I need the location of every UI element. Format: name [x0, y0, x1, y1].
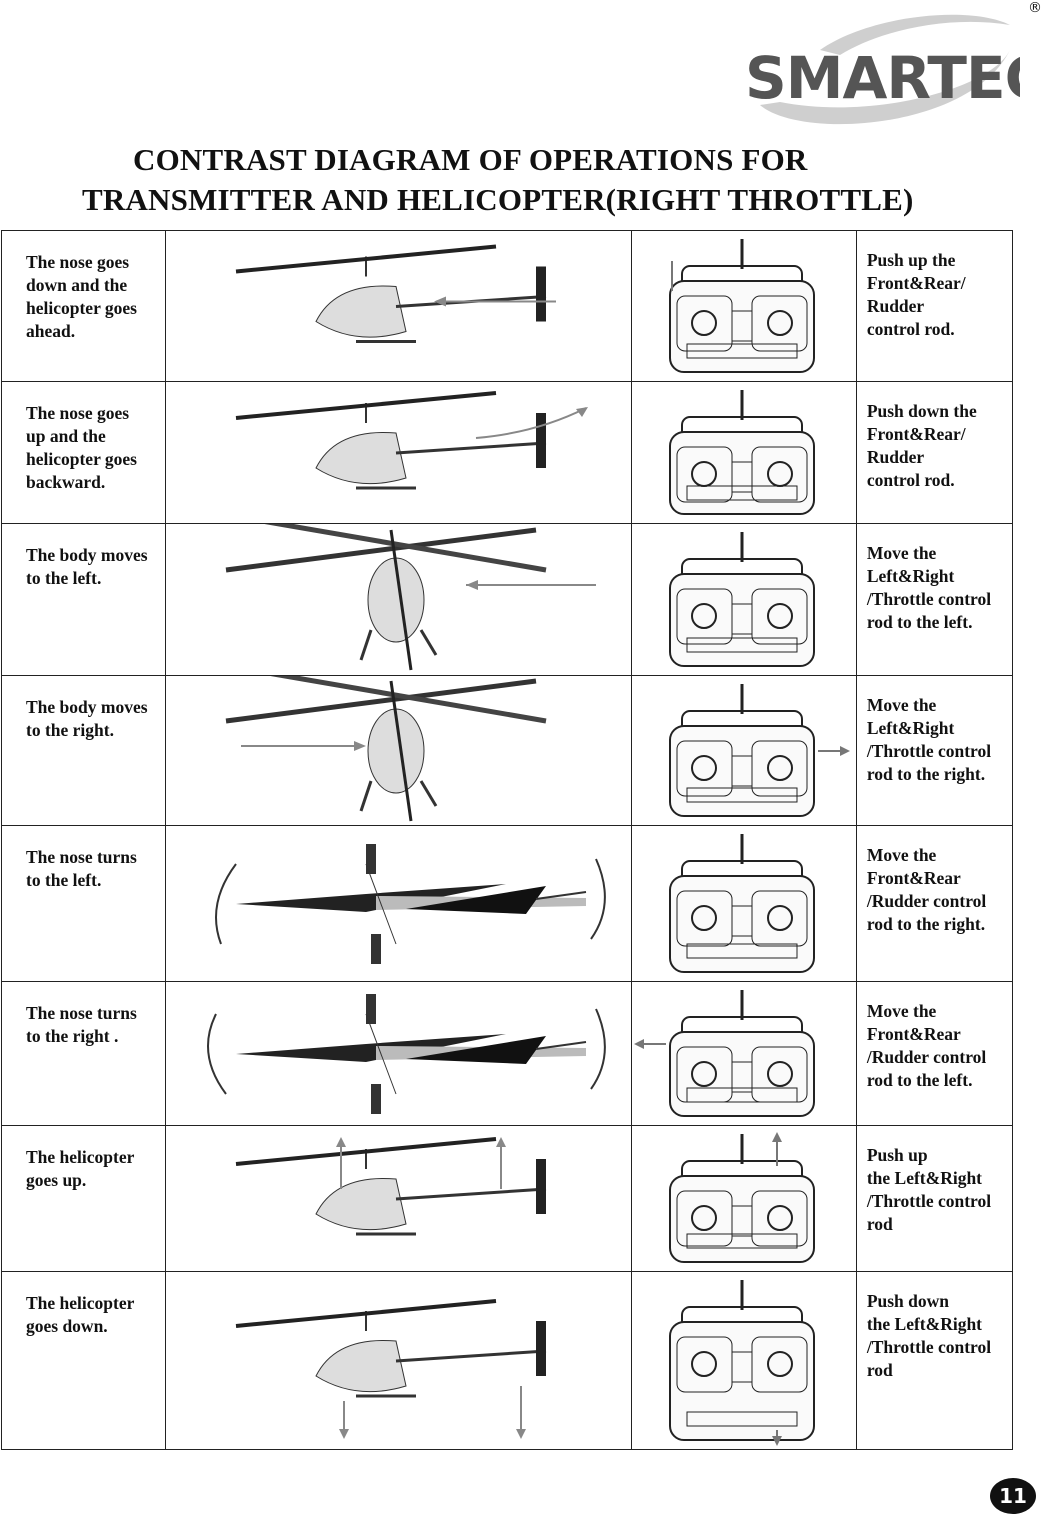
- transmitter-instruction-cell: Move the Left&Right /Throttle control ro…: [855, 523, 1014, 676]
- helicopter-action-text: The helicopter goes up.: [26, 1147, 135, 1190]
- table-row: The nose goes up and the helicopter goes…: [0, 381, 1014, 524]
- helicopter-action-cell: The nose turns to the right .: [0, 981, 167, 1126]
- table-row: The nose turns to the left. Move the Fro…: [0, 825, 1014, 982]
- helicopter-move-right-icon: [165, 675, 632, 826]
- helicopter-action-text: The nose turns to the right .: [26, 1003, 137, 1046]
- helicopter-descend-icon: [165, 1271, 632, 1450]
- helicopter-action-cell: The helicopter goes up.: [0, 1125, 167, 1272]
- transmitter-instruction-cell: Move the Front&Rear /Rudder control rod …: [855, 825, 1014, 982]
- operations-table: The nose goes down and the helicopter go…: [0, 230, 1014, 1450]
- helicopter-nose-up-icon: [165, 381, 632, 524]
- helicopter-action-cell: The nose goes up and the helicopter goes…: [0, 381, 167, 524]
- transmitter-instruction-text: Move the Front&Rear /Rudder control rod …: [866, 845, 987, 934]
- helicopter-ascend-icon: [165, 1125, 632, 1272]
- transmitter-instruction-text: Push down the Left&Right /Throttle contr…: [866, 1291, 992, 1380]
- transmitter-instruction-text: Move the Left&Right /Throttle control ro…: [866, 695, 992, 784]
- transmitter-instruction-text: Push up the Left&Right /Throttle control…: [866, 1145, 992, 1234]
- helicopter-action-cell: The helicopter goes down.: [0, 1271, 167, 1450]
- table-row: The body moves to the left. Move the Lef…: [0, 523, 1014, 676]
- transmitter-instruction-cell: Move the Left&Right /Throttle control ro…: [855, 675, 1014, 826]
- helicopter-action-cell: The body moves to the right.: [0, 675, 167, 826]
- helicopter-turn-left-icon: [165, 825, 632, 982]
- transmitter-instruction-text: Push down the Front&Rear/ Rudder control…: [866, 401, 977, 490]
- helicopter-action-text: The body moves to the left.: [26, 545, 148, 588]
- transmitter-instruction-text: Move the Front&Rear /Rudder control rod …: [866, 1001, 987, 1090]
- table-row: The body moves to the right. Move the Le…: [0, 675, 1014, 826]
- helicopter-action-text: The body moves to the right.: [26, 697, 148, 740]
- transmitter-instruction-text: Push up the Front&Rear/ Rudder control r…: [866, 250, 966, 339]
- transmitter-stick-up-icon: [630, 230, 857, 382]
- transmitter-stick-left-icon: [630, 523, 857, 676]
- transmitter-rudder-right-icon: [630, 825, 857, 982]
- transmitter-instruction-text: Move the Left&Right /Throttle control ro…: [866, 543, 992, 632]
- transmitter-throttle-up-icon: [630, 1125, 857, 1272]
- transmitter-throttle-down-icon: [630, 1271, 857, 1450]
- page-number: 11: [990, 1478, 1036, 1514]
- registered-mark: ®: [1028, 0, 1042, 16]
- helicopter-nose-down-icon: [165, 230, 632, 382]
- table-row: The helicopter goes down. Push down the …: [0, 1271, 1014, 1450]
- helicopter-action-cell: The body moves to the left.: [0, 523, 167, 676]
- page-title-line-1: CONTRAST DIAGRAM OF OPERATIONS FOR: [133, 142, 808, 177]
- brand-name: SMARTECH: [745, 44, 1020, 112]
- transmitter-instruction-cell: Push down the Front&Rear/ Rudder control…: [855, 381, 1014, 524]
- helicopter-action-text: The helicopter goes down.: [26, 1293, 135, 1336]
- transmitter-instruction-cell: Push down the Left&Right /Throttle contr…: [855, 1271, 1014, 1450]
- transmitter-rudder-left-icon: [630, 981, 857, 1126]
- transmitter-instruction-cell: Push up the Left&Right /Throttle control…: [855, 1125, 1014, 1272]
- transmitter-stick-right-icon: [630, 675, 857, 826]
- helicopter-move-left-icon: [165, 523, 632, 676]
- transmitter-instruction-cell: Push up the Front&Rear/ Rudder control r…: [855, 230, 1014, 382]
- helicopter-action-text: The nose goes up and the helicopter goes…: [26, 403, 137, 492]
- helicopter-action-cell: The nose turns to the left.: [0, 825, 167, 982]
- table-row: The nose turns to the right . Move the F…: [0, 981, 1014, 1126]
- page-title-line-2: TRANSMITTER AND HELICOPTER(RIGHT THROTTL…: [82, 182, 914, 217]
- table-row: The helicopter goes up. Push up the Left…: [0, 1125, 1014, 1272]
- transmitter-stick-down-icon: [630, 381, 857, 524]
- helicopter-action-text: The nose turns to the left.: [26, 847, 137, 890]
- transmitter-instruction-cell: Move the Front&Rear /Rudder control rod …: [855, 981, 1014, 1126]
- helicopter-turn-right-icon: [165, 981, 632, 1126]
- brand-logo: SMARTECH: [745, 14, 1020, 125]
- helicopter-action-cell: The nose goes down and the helicopter go…: [0, 230, 167, 382]
- helicopter-action-text: The nose goes down and the helicopter go…: [26, 252, 137, 341]
- table-row: The nose goes down and the helicopter go…: [0, 230, 1014, 382]
